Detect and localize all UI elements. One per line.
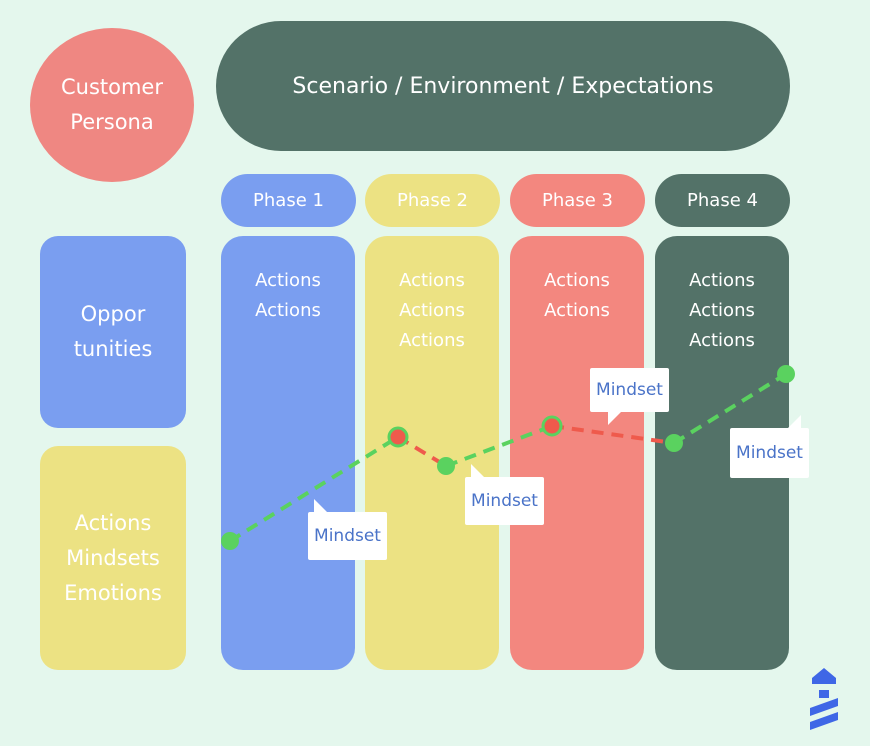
phase-2-label: Phase 2 xyxy=(397,190,468,211)
phase-2-action: Actions xyxy=(399,330,465,351)
actions-mindsets-emotions-box: Actions Mindsets Emotions xyxy=(40,446,186,670)
mindset-callout: Mindset xyxy=(465,464,544,525)
phase-2-column: Actions Actions Actions xyxy=(365,236,499,670)
phase-1-column: Actions Actions xyxy=(221,236,355,670)
phase-3-pill: Phase 3 xyxy=(510,174,645,227)
curve-segment-up xyxy=(672,372,788,445)
rows-line3: Emotions xyxy=(64,580,162,605)
phase-1-label: Phase 1 xyxy=(253,190,324,211)
phase-3-action: Actions xyxy=(544,270,610,291)
curve-point xyxy=(437,457,455,475)
mindset-callout: Mindset xyxy=(590,368,669,425)
opportunities-box: Oppor tunities xyxy=(40,236,186,428)
curve-segment-down xyxy=(551,424,675,445)
phase-4-action: Actions xyxy=(689,270,755,291)
phase-1-pill: Phase 1 xyxy=(221,174,356,227)
opportunities-line1: Oppor xyxy=(80,302,146,326)
phase-2-pill: Phase 2 xyxy=(365,174,500,227)
mindset-callout: Mindset xyxy=(730,415,809,478)
phase-2-action: Actions xyxy=(399,300,465,321)
phase-3-action: Actions xyxy=(544,300,610,321)
persona-label-line1: Customer xyxy=(60,75,163,99)
mindset-label: Mindset xyxy=(596,380,663,400)
phase-3-label: Phase 3 xyxy=(542,190,613,211)
phase-1-action: Actions xyxy=(255,270,321,291)
curve-point xyxy=(665,434,683,452)
phase-4-label: Phase 4 xyxy=(687,190,758,211)
phase-1-action: Actions xyxy=(255,300,321,321)
mindset-label: Mindset xyxy=(736,443,803,463)
curve-point xyxy=(221,532,239,550)
stacked-stripes-logo-icon xyxy=(810,668,838,730)
rows-line2: Mindsets xyxy=(66,545,160,570)
scenario-banner: Scenario / Environment / Expectations xyxy=(216,21,790,151)
phase-4-action: Actions xyxy=(689,330,755,351)
phase-3-column: Actions Actions xyxy=(510,236,644,670)
curve-segment-up xyxy=(445,424,553,468)
curve-point xyxy=(541,415,563,437)
mindset-callout: Mindset xyxy=(308,499,387,560)
persona-label-line2: Persona xyxy=(70,110,154,134)
phase-2-action: Actions xyxy=(399,270,465,291)
rows-line1: Actions xyxy=(74,510,152,535)
phase-4-pill: Phase 4 xyxy=(655,174,790,227)
mindset-label: Mindset xyxy=(314,526,381,546)
customer-persona-circle: Customer Persona xyxy=(30,28,194,182)
opportunities-line2: tunities xyxy=(73,337,153,361)
mindset-label: Mindset xyxy=(471,491,538,511)
phase-4-action: Actions xyxy=(689,300,755,321)
curve-point xyxy=(387,426,409,448)
curve-point xyxy=(777,365,795,383)
curve-segment-up xyxy=(228,435,400,543)
scenario-label: Scenario / Environment / Expectations xyxy=(292,73,714,99)
